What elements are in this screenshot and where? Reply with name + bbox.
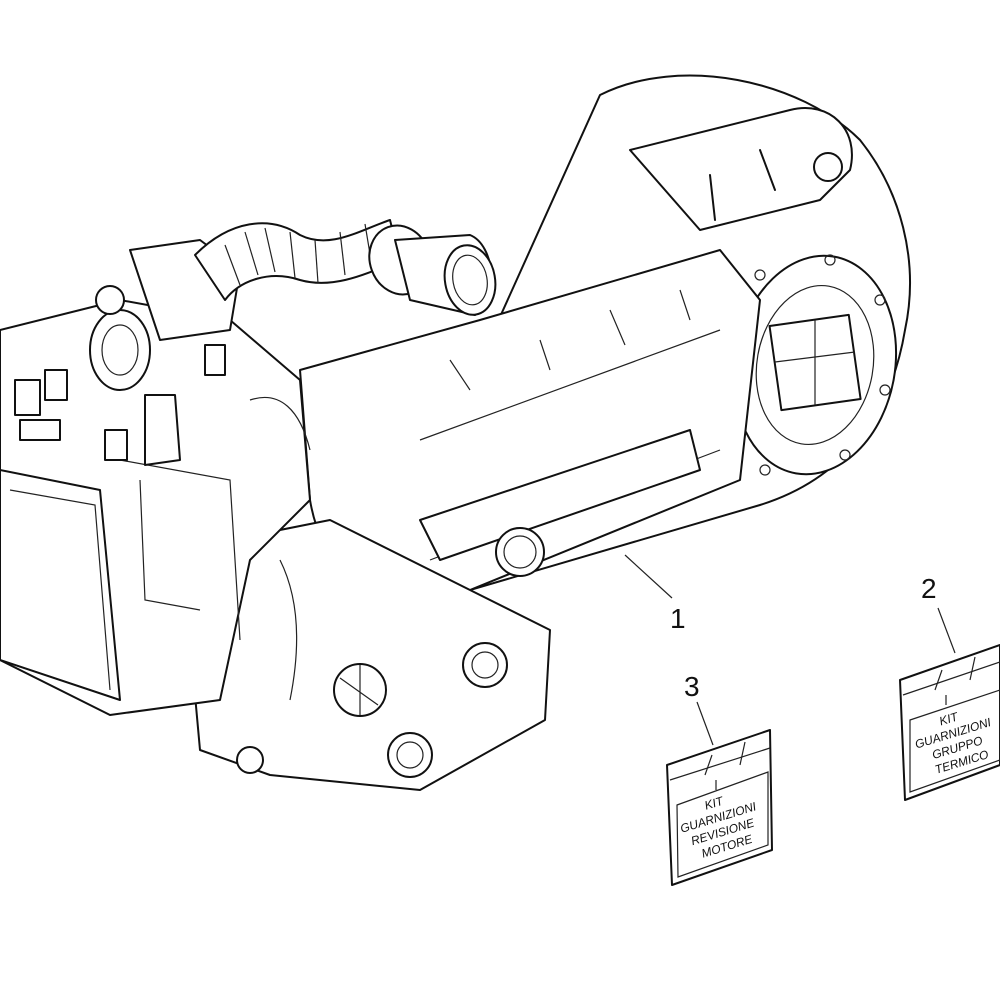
kit-3-line-1: KIT (703, 793, 727, 812)
leader-line-3 (696, 701, 714, 746)
gasket-kit-bag-3: KIT GUARNIZIONI REVISIONE MOTORE (666, 729, 773, 886)
gasket-kit-bag-2: KIT GUARNIZIONI GRUPPO TERMICO (899, 644, 1000, 801)
engine-assembly (0, 74, 911, 791)
callout-2: 2 (921, 573, 937, 604)
callout-1: 1 (670, 603, 686, 634)
leader-line-1 (624, 554, 673, 599)
leader-line-2 (937, 607, 956, 654)
kit-2-line-1: KIT (938, 709, 962, 728)
callout-3: 3 (684, 671, 700, 702)
